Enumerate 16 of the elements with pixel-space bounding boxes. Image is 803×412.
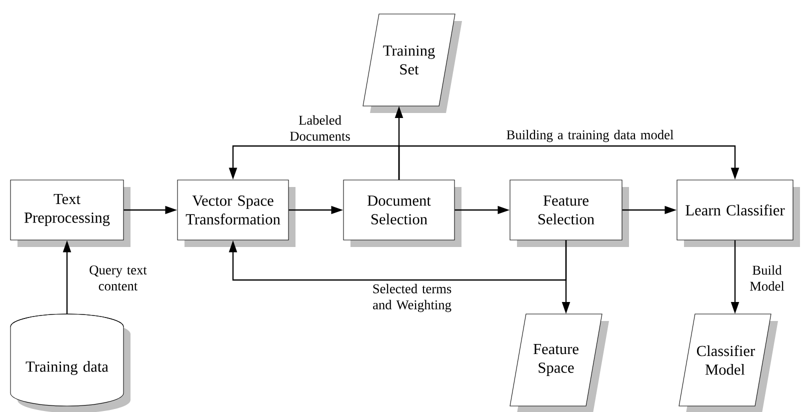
arrow (398, 145, 740, 180)
process-box: Text Preprocessing (10, 180, 130, 247)
data-parallelogram: Training Set (362, 14, 462, 113)
process-box: Document Selection (343, 180, 462, 247)
edge-label: Query text content (90, 266, 147, 290)
process-box: Vector Space Transformation (177, 180, 296, 247)
edge-label: Build Model (750, 265, 784, 291)
data-parallelogram: Feature Space (510, 314, 609, 412)
arrow (228, 240, 567, 281)
data-parallelogram: Classifier Model (678, 314, 778, 412)
process-box: Feature Selection (510, 180, 629, 247)
process-box: Learn Classifier (676, 180, 800, 247)
edge-label: Selected terms and Weighting (373, 284, 452, 312)
edge-label: Building a training data model (506, 130, 674, 142)
database-cylinder: Training data (10, 314, 130, 412)
edge-label: Labeled Documents (290, 115, 350, 141)
